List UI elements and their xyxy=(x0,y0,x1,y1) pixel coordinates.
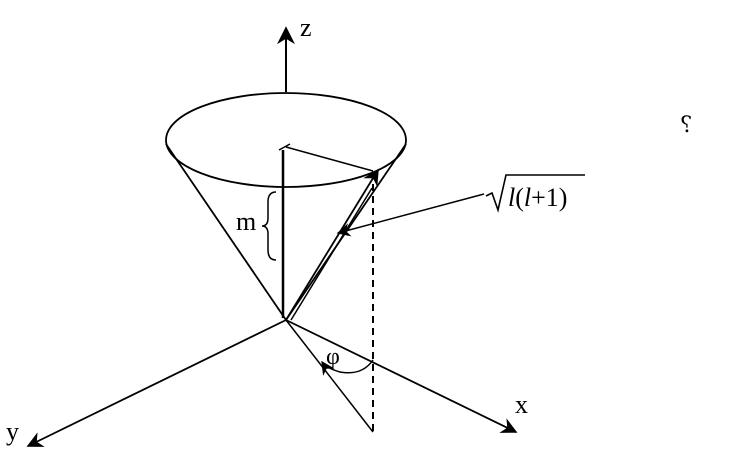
y-axis xyxy=(26,319,287,447)
xy-projection-line xyxy=(285,319,374,433)
z-axis-label: z xyxy=(300,13,312,42)
sqrt-sign xyxy=(485,174,585,213)
stray-mark: ⸮ xyxy=(680,112,692,137)
projection-line-top xyxy=(278,143,291,151)
y-axis-label: y xyxy=(6,417,19,446)
magnitude-label-open-paren: ( xyxy=(515,183,524,212)
cone-side-right xyxy=(285,143,407,321)
angular-momentum-vector xyxy=(285,168,379,321)
phi-arc xyxy=(321,359,374,376)
cone-radius-line xyxy=(285,146,374,172)
cone-rim xyxy=(165,92,407,188)
x-axis-label: x xyxy=(515,390,528,419)
x-axis xyxy=(285,319,518,433)
magnitude-label-rest: +1) xyxy=(531,183,567,212)
magnitude-label-l-outer: l xyxy=(508,183,515,212)
angular-momentum-vector-edge xyxy=(290,187,373,321)
cone-side-left xyxy=(165,143,287,321)
magnitude-label: l(l+1) xyxy=(508,183,567,212)
magnitude-label-l-inner: l xyxy=(524,183,531,212)
m-label: m xyxy=(236,207,256,236)
m-brace xyxy=(261,191,277,261)
magnitude-pointer xyxy=(336,193,485,237)
phi-label: φ xyxy=(326,344,340,370)
